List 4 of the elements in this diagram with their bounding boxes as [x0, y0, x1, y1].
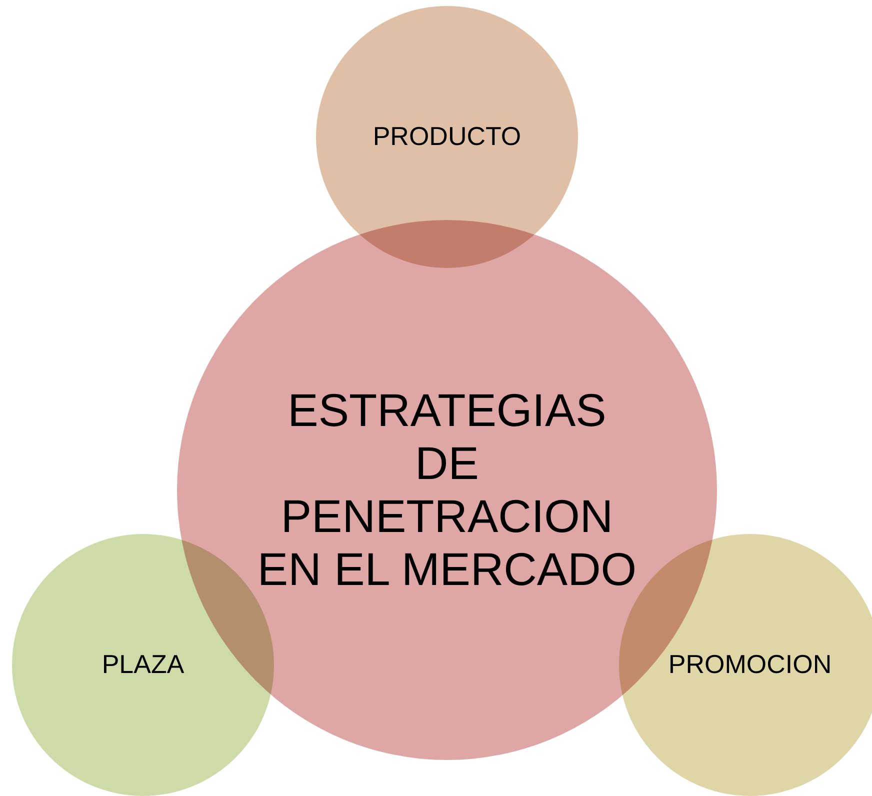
- circle-label: PROMOCION: [668, 650, 832, 680]
- circle-label: PRODUCTO: [372, 122, 522, 152]
- center-title: ESTRATEGIAS DE PENETRACION EN EL MERCADO: [257, 384, 637, 596]
- circle-label: PLAZA: [102, 650, 184, 680]
